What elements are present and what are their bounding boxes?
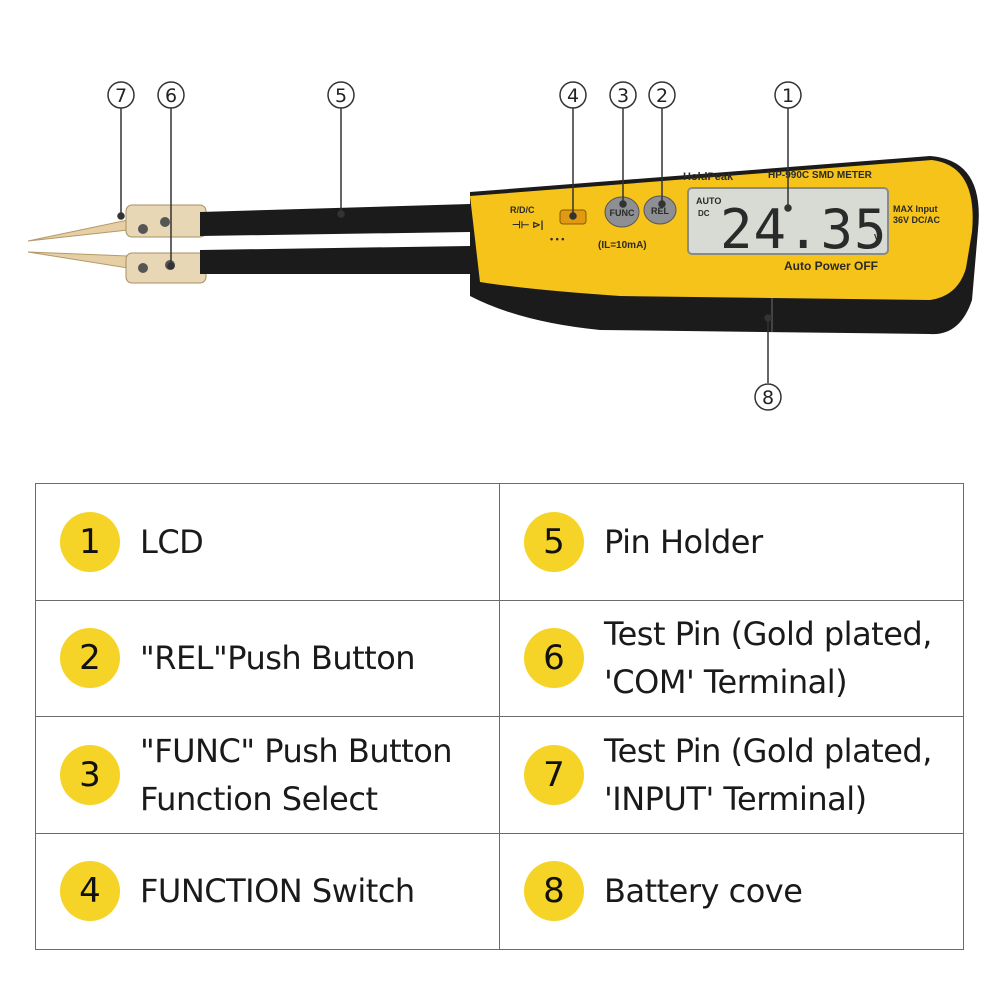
pin-holder-lower-arm [200, 246, 470, 274]
legend-cell: 2 "REL"Push Button [35, 599, 500, 717]
lcd-mode-auto: AUTO [696, 196, 721, 206]
svg-text:3: 3 [617, 85, 629, 107]
legend-row: 2 "REL"Push Button 6 Test Pin (Gold plat… [35, 599, 964, 717]
svg-text:1: 1 [782, 85, 794, 107]
svg-text:FUNC: FUNC [610, 208, 635, 218]
callout-3: 3 [609, 81, 637, 109]
max-input-line2: 36V DC/AC [893, 215, 941, 225]
rel-button[interactable]: REL [643, 195, 677, 225]
test-pins [27, 204, 207, 284]
svg-text:6: 6 [165, 85, 177, 107]
legend-description: LCD [140, 522, 204, 561]
lcd-unit: V [874, 233, 880, 242]
legend-description: "REL"Push Button [140, 639, 416, 678]
legend-cell: 7 Test Pin (Gold plated, 'INPUT' Termina… [499, 716, 964, 834]
callout-2: 2 [648, 81, 676, 109]
clamp-screw-icon [138, 224, 148, 234]
callout-4: 4 [559, 81, 587, 109]
legend-number-badge: 3 [60, 744, 120, 805]
legend-number-badge: 6 [524, 628, 584, 689]
current-note: (IL=10mA) [598, 240, 647, 251]
svg-text:4: 4 [567, 85, 579, 107]
callout-leaders [117, 108, 792, 383]
legend-description: Pin Holder [604, 522, 763, 561]
lcd-display: AUTO DC 24.35 V [687, 187, 889, 261]
legend-cell: 6 Test Pin (Gold plated, 'COM' Terminal) [499, 599, 964, 717]
meter-illustration: HoldPeak HP-990C SMD METER R/D/C ⊣⊢ ⊳| •… [27, 81, 979, 411]
callout-8: 8 [754, 383, 782, 411]
diode-icon: ⊣⊢ ⊳| [512, 220, 544, 231]
svg-text:5: 5 [335, 85, 347, 107]
legend-number-badge: 5 [524, 511, 584, 572]
legend-cell: 3 "FUNC" Push Button Function Select [35, 716, 500, 834]
legend-row: 1 LCD 5 Pin Holder [35, 483, 964, 601]
legend-description: Battery cove [604, 872, 803, 911]
legend-number-badge: 8 [524, 861, 584, 922]
svg-text:7: 7 [115, 85, 127, 107]
callout-6: 6 [157, 81, 185, 109]
callout-7: 7 [107, 81, 135, 109]
lcd-mode-dc: DC [698, 209, 710, 218]
lcd-reading: 24.35 [720, 198, 888, 261]
callout-5: 5 [327, 81, 355, 109]
legend-table: 1 LCD 5 Pin Holder 2 "REL"Push Button 6 … [35, 483, 964, 950]
func-button[interactable]: FUNC [604, 196, 640, 228]
legend-row: 3 "FUNC" Push Button Function Select 7 T… [35, 716, 964, 834]
brand-logo: HoldPeak [683, 171, 734, 183]
clamp-screw-icon [138, 263, 148, 273]
legend-description: "FUNC" Push Button Function Select [140, 731, 453, 818]
legend-number-badge: 2 [60, 628, 120, 689]
legend-number-badge: 7 [524, 744, 584, 805]
legend-cell: 8 Battery cove [499, 832, 964, 950]
svg-text:8: 8 [762, 387, 774, 409]
auto-power-label: Auto Power OFF [784, 259, 878, 273]
switch-label: R/D/C [510, 205, 535, 215]
model-label: HP-990C SMD METER [768, 170, 873, 181]
legend-cell: 5 Pin Holder [499, 483, 964, 601]
legend-cell: 4 FUNCTION Switch [35, 832, 500, 950]
legend-number-badge: 4 [60, 861, 120, 922]
max-input-line1: MAX Input [893, 204, 938, 214]
callout-1: 1 [774, 81, 802, 109]
pin-holder-upper-arm [200, 204, 470, 236]
legend-description: Test Pin (Gold plated, 'INPUT' Terminal) [604, 731, 932, 818]
legend-cell: 1 LCD [35, 483, 500, 601]
legend-row: 4 FUNCTION Switch 8 Battery cove [35, 832, 964, 950]
switch-positions-icon: • • • [550, 234, 564, 244]
legend-number-badge: 1 [60, 511, 120, 572]
legend-description: Test Pin (Gold plated, 'COM' Terminal) [604, 615, 932, 702]
legend-description: FUNCTION Switch [140, 872, 415, 911]
svg-text:2: 2 [656, 85, 668, 107]
svg-text:REL: REL [651, 206, 670, 216]
clamp-screw-icon [160, 217, 170, 227]
